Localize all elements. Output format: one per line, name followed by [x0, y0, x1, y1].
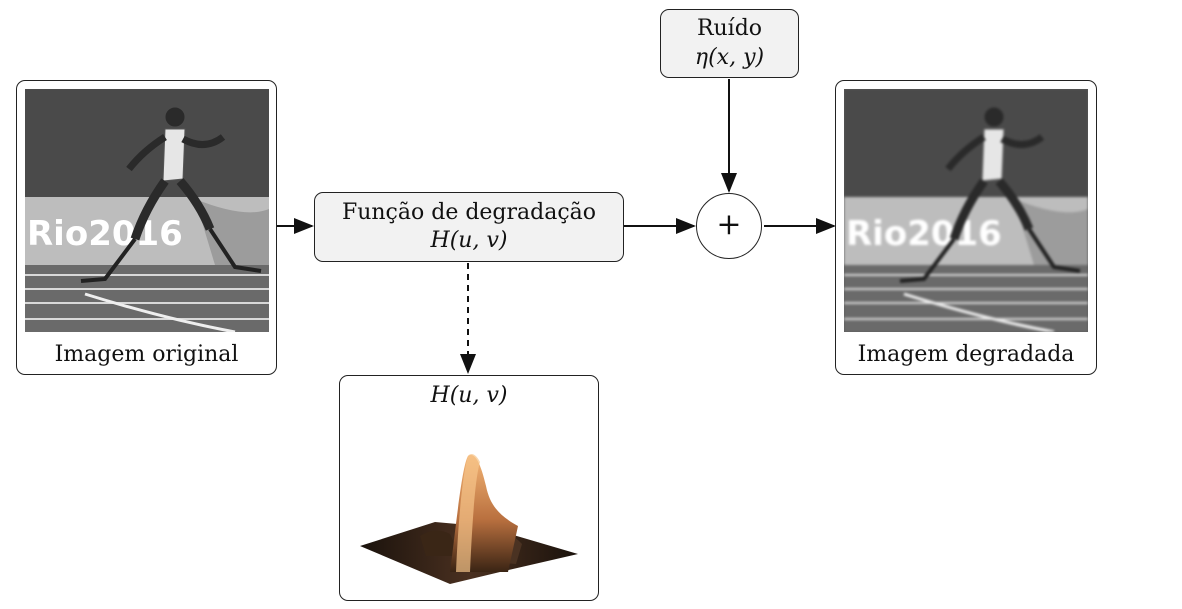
original-image-box: Rio2016 Imagem original	[16, 80, 277, 375]
degradation-title: Função de degradação	[341, 200, 597, 225]
degraded-image-box: Rio2016 Imagem degradada	[835, 80, 1097, 375]
original-image-caption: Imagem original	[54, 342, 239, 367]
surface-plot	[360, 454, 578, 584]
plus-icon: +	[716, 207, 742, 242]
degradation-function-box: Função de degradação H(u, v)	[314, 192, 624, 262]
transfer-function-plot-box: H(u, v)	[339, 375, 599, 601]
sum-junction: +	[696, 193, 762, 259]
noise-title: Ruído	[696, 16, 763, 41]
rio-logo-text: Rio2016	[27, 214, 183, 254]
noise-box: Ruído η(x, y)	[660, 9, 799, 78]
degraded-image-caption: Imagem degradada	[857, 342, 1075, 367]
degraded-runner-photo: Rio2016	[844, 89, 1088, 332]
degradation-formula: H(u, v)	[430, 228, 508, 253]
runner-photo: Rio2016	[25, 89, 269, 332]
noise-formula: η(x, y)	[694, 45, 765, 70]
rio-logo-text-degraded: Rio2016	[846, 214, 1002, 254]
plot-title: H(u, v)	[430, 383, 508, 408]
